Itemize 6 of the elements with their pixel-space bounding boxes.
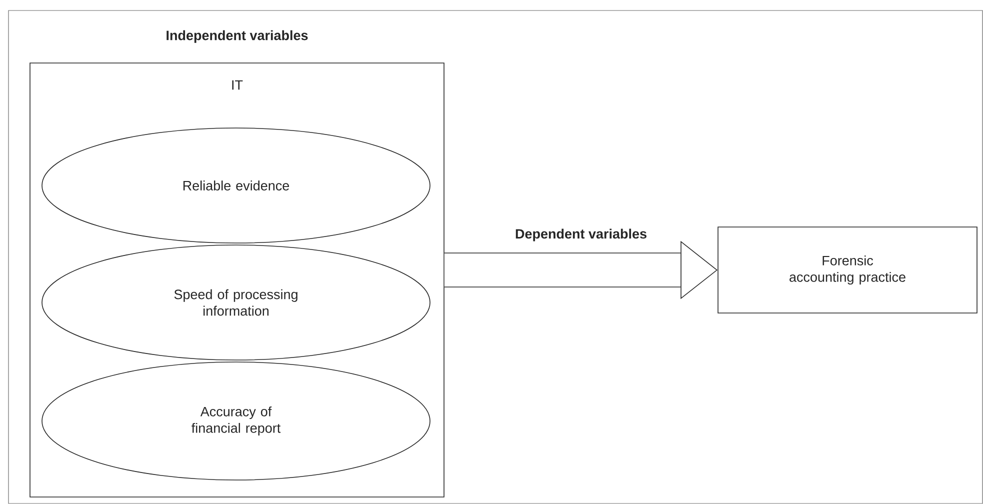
oval: Reliable evidence (42, 128, 430, 244)
edge-label: Dependent variables (516, 228, 646, 242)
box: Forensic accounting practice (718, 226, 978, 314)
oval: Speed of processing information (42, 244, 430, 360)
heading: Independent variables (166, 30, 308, 43)
oval: Accuracy of financial report (42, 362, 430, 480)
